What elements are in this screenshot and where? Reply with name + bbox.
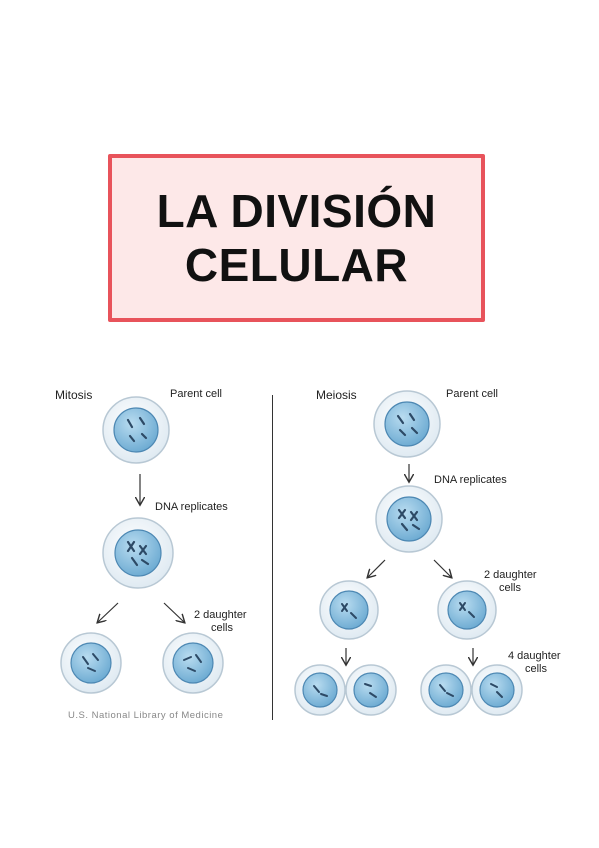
meiosis-daughters2-label: 2 daughter	[484, 569, 537, 581]
mitosis-parent-cell	[102, 396, 170, 464]
mitosis-arrow-left	[98, 602, 119, 622]
title-box: LA DIVISIÓN CELULAR	[108, 154, 485, 322]
meiosis-arrow-left	[368, 559, 386, 577]
mitosis-parent-label: Parent cell	[170, 388, 222, 400]
mitosis-daughter-cell-2	[162, 632, 224, 694]
title-line-1: LA DIVISIÓN	[156, 185, 437, 237]
meiosis-daughters2-label-2: cells	[499, 582, 522, 594]
mitosis-heading: Mitosis	[55, 388, 93, 402]
meiosis-arrow-right	[433, 559, 451, 577]
meiosis-daughters4-label: 4 daughter	[508, 650, 561, 662]
mitosis-replicated-cell	[102, 517, 174, 589]
meiosis-parent-label: Parent cell	[446, 388, 498, 400]
mitosis-daughters-label-2: cells	[211, 622, 234, 634]
meiosis-gamete-4	[471, 664, 523, 716]
mitosis-daughters-label: 2 daughter	[194, 609, 247, 621]
mitosis-daughter-cell-1	[60, 632, 122, 694]
mitosis-step-label: DNA replicates	[155, 501, 228, 513]
section-divider	[272, 395, 273, 720]
meiosis-heading: Meiosis	[316, 388, 357, 402]
credit-text: U.S. National Library of Medicine	[68, 710, 224, 721]
meiosis-step-label: DNA replicates	[434, 474, 507, 486]
meiosis-second-cell-2	[437, 580, 497, 640]
meiosis-gamete-3	[420, 664, 472, 716]
meiosis-gamete-2	[345, 664, 397, 716]
title-line-2: CELULAR	[184, 239, 409, 291]
meiosis-daughters4-label-2: cells	[525, 663, 548, 675]
meiosis-gamete-1	[294, 664, 346, 716]
meiosis-replicated-cell	[375, 485, 443, 553]
meiosis-parent-cell	[373, 390, 441, 458]
meiosis-second-cell-1	[319, 580, 379, 640]
mitosis-arrow-right	[163, 602, 184, 622]
